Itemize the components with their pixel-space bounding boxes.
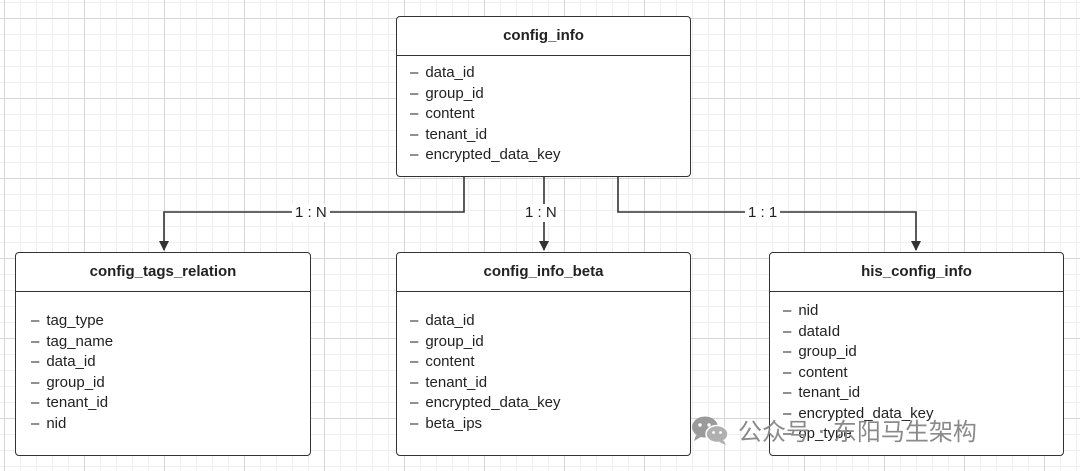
entity-field: tenant_id — [410, 125, 690, 146]
entity-title: config_info_beta — [397, 253, 690, 292]
entity-field: data_id — [410, 63, 690, 84]
watermark-text: 公众号 · 东阳马生架构 — [738, 418, 977, 446]
entity-his-config-info[interactable]: his_config_info nid dataId group_id cont… — [769, 252, 1064, 456]
entity-field: tenant_id — [31, 393, 310, 414]
entity-field: data_id — [31, 352, 310, 373]
relation-label-beta: 1 : N — [522, 204, 560, 222]
watermark: 公众号 · 东阳马生架构 — [690, 412, 977, 447]
entity-title: config_tags_relation — [16, 253, 310, 292]
entity-field: group_id — [783, 342, 1063, 363]
relation-label-tags: 1 : N — [292, 204, 330, 222]
entity-field: beta_ips — [410, 414, 690, 435]
wechat-icon — [692, 416, 729, 445]
entity-field: group_id — [410, 332, 690, 353]
relation-label-his: 1 : 1 — [745, 204, 781, 222]
entity-title: config_info — [397, 17, 690, 56]
entity-title: his_config_info — [770, 253, 1063, 292]
entity-field: dataId — [783, 322, 1063, 343]
entity-field: content — [410, 352, 690, 373]
entity-field: encrypted_data_key — [410, 393, 690, 414]
entity-field: encrypted_data_key — [783, 404, 1063, 425]
entity-config-tags-relation[interactable]: config_tags_relation tag_type tag_name d… — [15, 252, 311, 456]
entity-field: group_id — [31, 373, 310, 394]
entity-config-info[interactable]: config_info data_id group_id content ten… — [396, 16, 691, 177]
entity-field: tenant_id — [783, 383, 1063, 404]
entity-field: nid — [31, 414, 310, 435]
entity-field: nid — [783, 301, 1063, 322]
entity-field: content — [783, 363, 1063, 384]
entity-field: encrypted_data_key — [410, 145, 690, 166]
entity-field: content — [410, 104, 690, 125]
entity-config-info-beta[interactable]: config_info_beta data_id group_id conten… — [396, 252, 691, 456]
entity-field: op_type — [783, 424, 1063, 445]
entity-field: tenant_id — [410, 373, 690, 394]
entity-field: tag_name — [31, 332, 310, 353]
entity-field: data_id — [410, 311, 690, 332]
entity-field: group_id — [410, 84, 690, 105]
entity-field: tag_type — [31, 311, 310, 332]
